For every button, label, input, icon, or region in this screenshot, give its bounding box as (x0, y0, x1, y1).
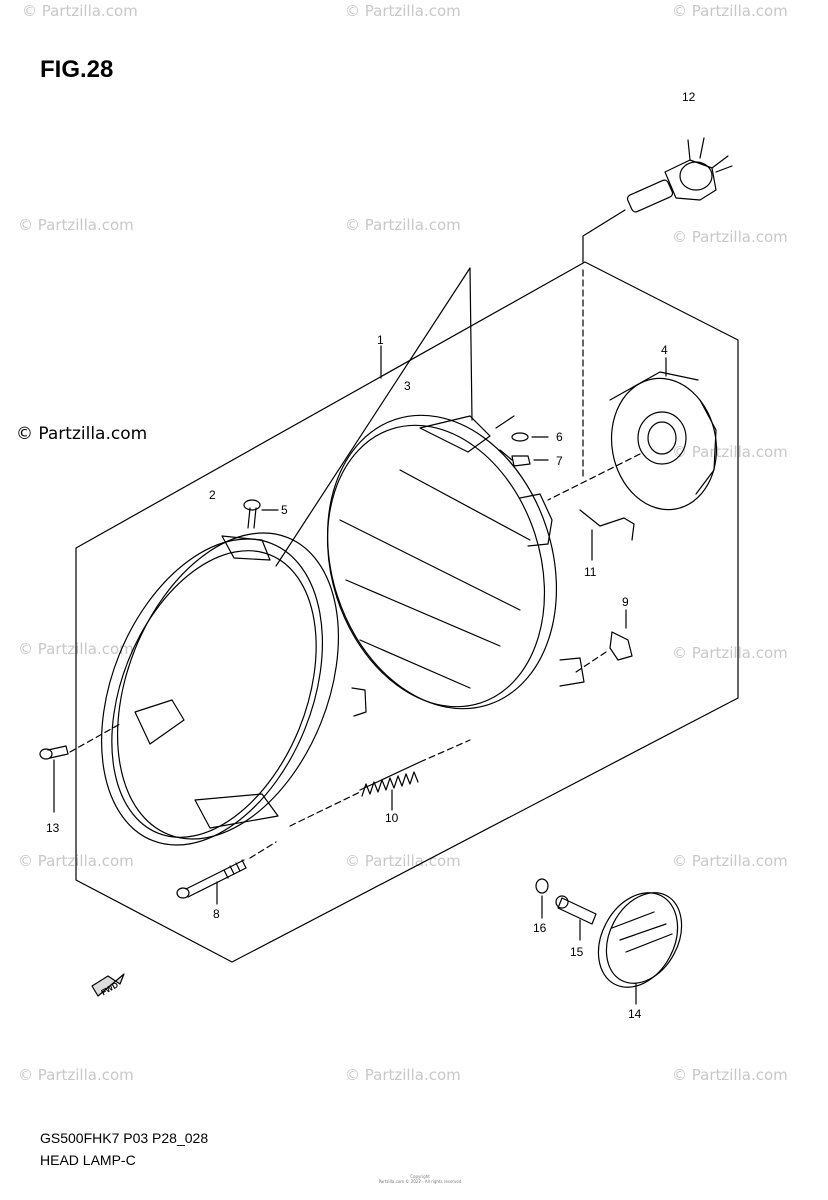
callout-11: 11 (584, 565, 597, 579)
model-code: GS500FHK7 P03 P28_028 (40, 1130, 209, 1146)
callout-1: 1 (377, 333, 384, 347)
watermark: © Partzilla.com (672, 2, 788, 20)
copyright-notice: © Partzilla.com (16, 424, 148, 444)
rim-part-2 (100, 532, 367, 846)
callout-10: 10 (385, 811, 399, 825)
bolt-part-8 (176, 859, 247, 899)
watermark: © Partzilla.com (18, 1066, 134, 1084)
screw-part-5 (243, 499, 261, 529)
fine-print-line: Copyright (410, 1174, 430, 1179)
washer-part-16 (535, 878, 549, 894)
watermark: © Partzilla.com (672, 852, 788, 870)
figure-caption: HEAD LAMP-C (40, 1152, 136, 1168)
lens-unit-part-3 (326, 414, 585, 710)
bulb-guide-line (582, 209, 626, 263)
callout-15: 15 (570, 945, 584, 959)
figure-title: FIG.28 (40, 56, 114, 83)
spacer-part-15 (555, 895, 597, 925)
socket-housing-part-4 (609, 371, 718, 511)
watermark: © Partzilla.com (672, 228, 788, 246)
watermark: © Partzilla.com (345, 852, 461, 870)
watermark: © Partzilla.com (672, 1066, 788, 1084)
callout-8: 8 (213, 907, 220, 921)
callout-3: 3 (404, 379, 411, 393)
bulb-part-12 (626, 137, 733, 213)
callout-14: 14 (628, 1007, 642, 1021)
washer-part-6 (511, 432, 529, 442)
clip-nut-part-9 (609, 631, 633, 661)
callout-7: 7 (556, 454, 563, 468)
watermark: © Partzilla.com (345, 2, 461, 20)
watermark: © Partzilla.com (345, 216, 461, 234)
watermark: © Partzilla.com (672, 443, 788, 461)
watermark: © Partzilla.com (672, 644, 788, 662)
callout-16: 16 (533, 921, 547, 935)
callout-12: 12 (682, 90, 696, 104)
callout-5: 5 (281, 503, 288, 517)
watermark: © Partzilla.com (345, 1066, 461, 1084)
callout-4: 4 (661, 343, 668, 357)
assembly-box-outline (75, 261, 739, 963)
watermark: © Partzilla.com (18, 216, 134, 234)
callout-6: 6 (556, 430, 563, 444)
callout-2: 2 (209, 488, 216, 502)
spring-part-10 (359, 761, 421, 791)
fwd-arrow (91, 973, 125, 997)
watermark: © Partzilla.com (22, 2, 138, 20)
fine-print-line: Partzilla.com © 2022 - All rights reserv… (378, 1179, 462, 1184)
callout-9: 9 (622, 595, 629, 609)
nut-part-7 (511, 455, 531, 467)
screw-part-13 (39, 745, 69, 760)
fine-print: Copyright Partzilla.com © 2022 - All rig… (360, 1174, 480, 1184)
reflector-part-14 (597, 892, 683, 988)
callout-13: 13 (46, 821, 60, 835)
wire-clip-part-11 (579, 509, 635, 541)
